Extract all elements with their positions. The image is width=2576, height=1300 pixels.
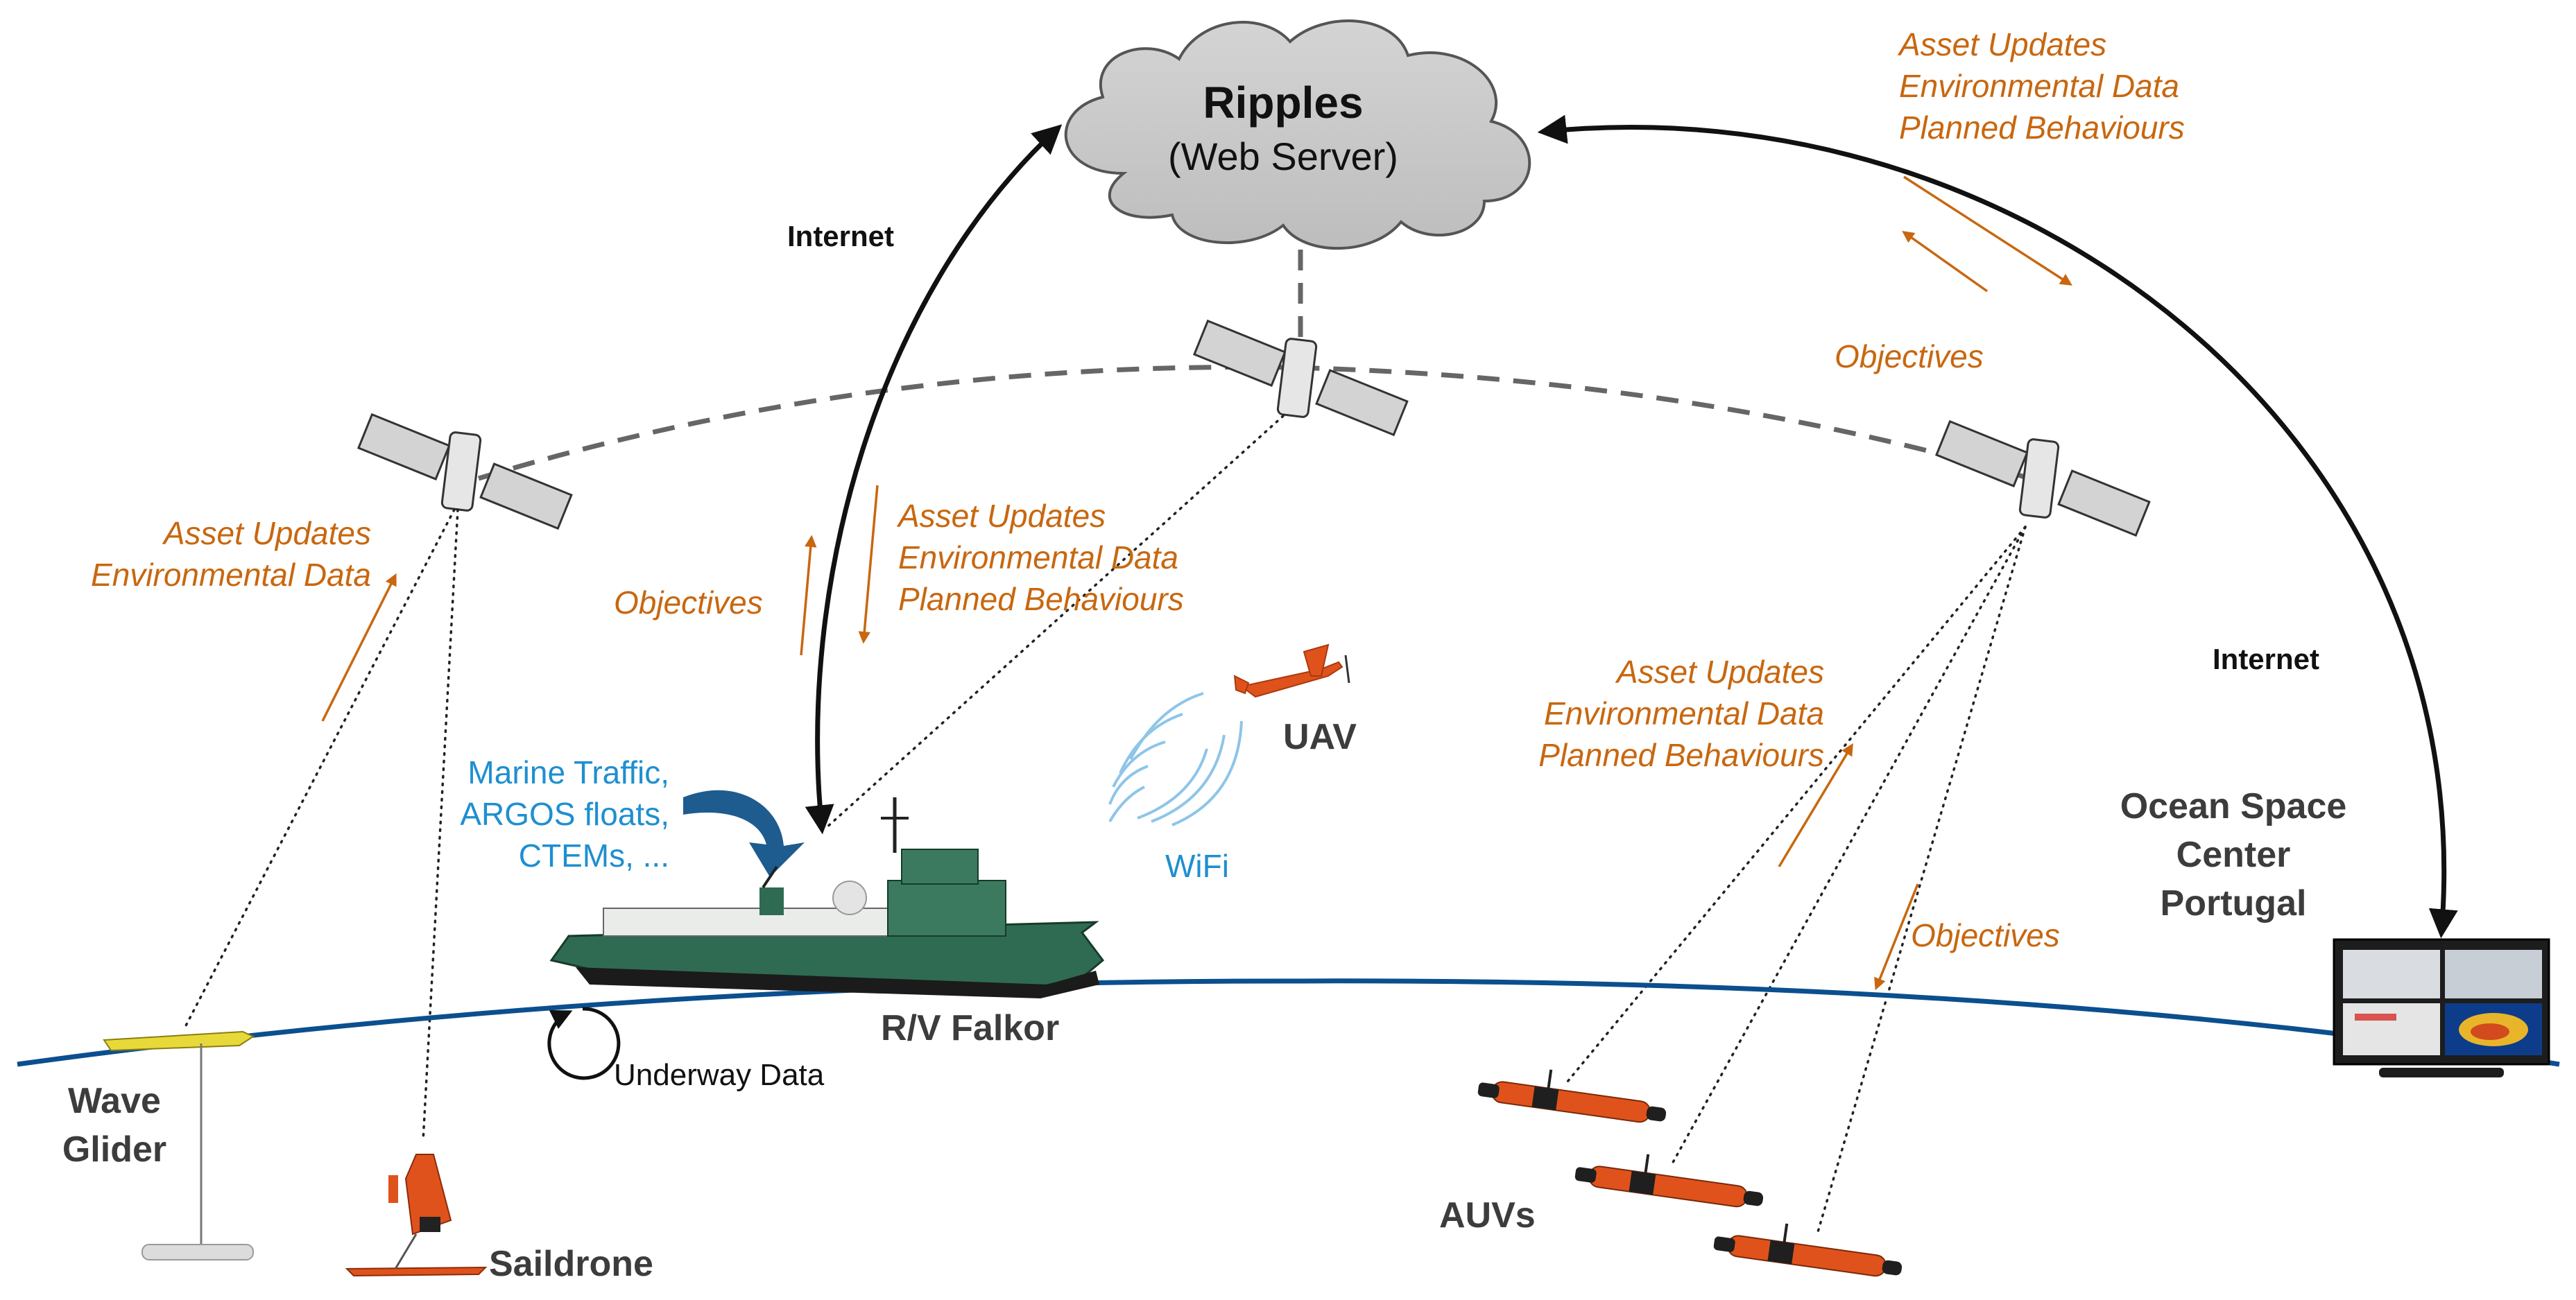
flow-arrow-center-down [1903,175,2072,286]
wifi-icon [1108,692,1243,826]
link-sat-to-glider [182,508,456,1031]
monitor-panel-3 [2343,1003,2440,1055]
wave-glider-label-1: Wave [68,1081,161,1121]
monitor-panel-2 [2445,950,2542,998]
flow-label-center-1: Asset Updates [1897,26,2106,62]
auv-2-icon [1574,1154,1764,1208]
flow-label-center-2: Environmental Data [1899,68,2179,104]
satellite-link-arc [477,364,2054,488]
link-sat-to-auv1 [1566,526,2027,1083]
server-title: Ripples [1203,78,1363,128]
cloud-icon [1064,19,1531,250]
saildrone-icon [345,1154,488,1277]
link-sat-to-auv3 [1816,526,2027,1236]
monitor-alert-bar [2355,1014,2396,1021]
flow-label-ship-3: Planned Behaviours [898,581,1184,617]
ripples-server-cloud[interactable]: Ripples (Web Server) [1064,19,1531,250]
monitor-stand [2379,1068,2504,1077]
flow-label-ship-1: Asset Updates [896,498,1106,534]
auvs-label: AUVs [1439,1195,1536,1236]
satellite-left [357,413,573,530]
satellite-right [1934,419,2151,537]
flow-label-auv-objectives: Objectives [1911,917,2060,953]
server-subtitle: (Web Server) [1168,135,1398,178]
auv-1-icon [1477,1069,1667,1123]
wave-glider-icon [103,1030,255,1260]
saildrone-label: Saildrone [489,1244,653,1284]
center-label-3: Portugal [2161,883,2307,924]
ship-hull-bottom [576,967,1099,998]
ship-label: R/V Falkor [881,1008,1059,1048]
internet-link-ship [805,124,1063,835]
center-label-2: Center [2176,835,2291,875]
ship-upper-bridge [901,849,979,885]
flow-label-auv-1: Asset Updates [1615,654,1824,690]
ocean-surface-line [17,978,2560,1067]
flow-label-auv-3: Planned Behaviours [1538,737,1824,773]
center-label-1: Ocean Space [2120,786,2347,826]
uav-label: UAV [1283,717,1357,757]
flow-label-glider-2: Environmental Data [91,557,371,593]
link-sat-to-ship [824,415,1285,830]
ship-crane [762,865,778,889]
flow-label-glider-1: Asset Updates [162,515,371,551]
link-sat-to-saildrone [422,508,459,1142]
flow-arrow-auv-down [1874,883,1919,991]
monitor-panel-1 [2343,950,2440,998]
monitor-heatmap-core [2471,1023,2509,1040]
flow-label-center-3: Planned Behaviours [1899,110,2185,146]
flow-arrow-ship-down [858,485,879,644]
research-ship[interactable] [549,797,1105,998]
ship-funnel [759,887,784,915]
underway-label: Underway Data [614,1058,825,1092]
internet-label-left: Internet [787,220,894,252]
auv-3-icon [1713,1223,1903,1277]
uav-icon [1233,643,1350,698]
flow-arrow-center-up [1902,230,1989,293]
internet-label-right: Internet [2213,643,2319,675]
source-line-1: Marine Traffic, [467,754,669,790]
flow-label-center-objectives: Objectives [1835,338,1984,374]
control-center-monitor[interactable] [2333,938,2550,1077]
wave-glider-label-2: Glider [62,1129,166,1170]
flow-arrow-glider-up [321,573,397,722]
source-line-3: CTEMs, ... [519,838,669,874]
link-sat-to-auv2 [1670,526,2027,1166]
satellite-center [1192,319,1409,437]
ship-bridge [887,880,1006,937]
internet-link-center [1537,114,2458,939]
flow-arrow-auv-up [1778,743,1853,867]
source-curved-arrow-icon [683,790,805,877]
flow-label-ship-2: Environmental Data [898,539,1178,575]
source-line-2: ARGOS floats, [460,796,669,832]
flow-arrow-ship-up [800,535,817,656]
flow-label-auv-2: Environmental Data [1544,695,1824,731]
ship-radar-dome [832,881,867,915]
underway-loop-icon [547,1007,621,1080]
wifi-label: WiFi [1165,848,1229,884]
flow-label-ship-objectives: Objectives [614,584,763,621]
